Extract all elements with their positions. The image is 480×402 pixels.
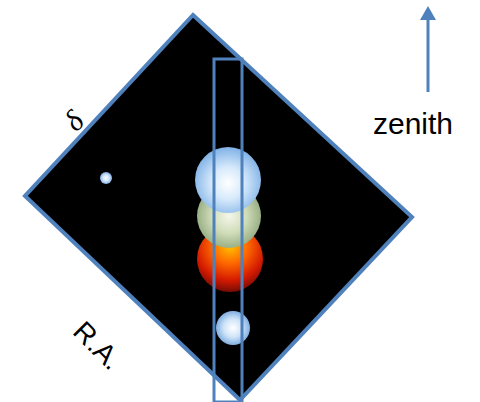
zenith-arrow [427, 14, 430, 92]
arrow-head [420, 6, 436, 20]
axis-label: R.A. [66, 315, 127, 376]
sky-field [25, 15, 412, 400]
faint-star [100, 172, 112, 184]
blue-image [195, 147, 261, 213]
direction-label: zenith [373, 107, 453, 141]
axis-label: δ [57, 104, 91, 138]
star-image [216, 311, 250, 345]
slit [214, 59, 242, 402]
